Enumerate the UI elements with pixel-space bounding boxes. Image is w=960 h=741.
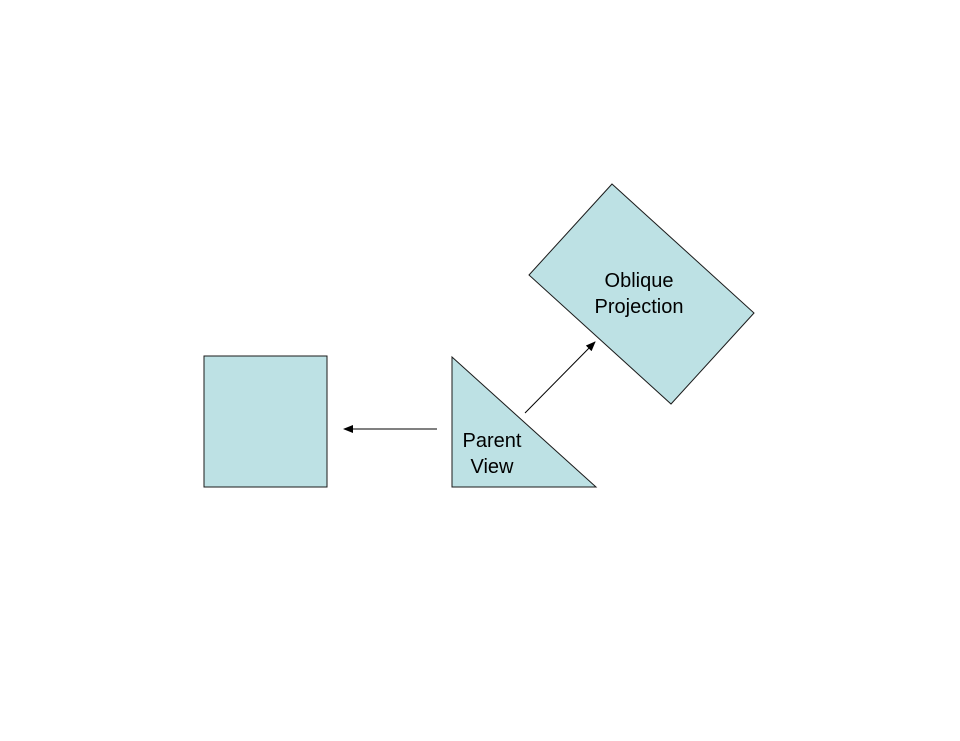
- side-view-node: [203, 355, 328, 488]
- parent-view-node: Parent View: [451, 355, 598, 488]
- arrow-to-oblique-projection: [524, 341, 596, 414]
- parent-view-label-line2: View: [471, 456, 515, 478]
- oblique-projection-label-line1: Oblique: [605, 270, 674, 292]
- side-view-square: [203, 355, 328, 488]
- oblique-projection-rectangle: [528, 183, 755, 405]
- parent-view-label-line1: Parent: [463, 430, 522, 452]
- oblique-projection-node: Oblique Projection: [528, 183, 755, 405]
- parent-view-triangle: [451, 355, 598, 488]
- oblique-projection-label-line2: Projection: [595, 296, 684, 318]
